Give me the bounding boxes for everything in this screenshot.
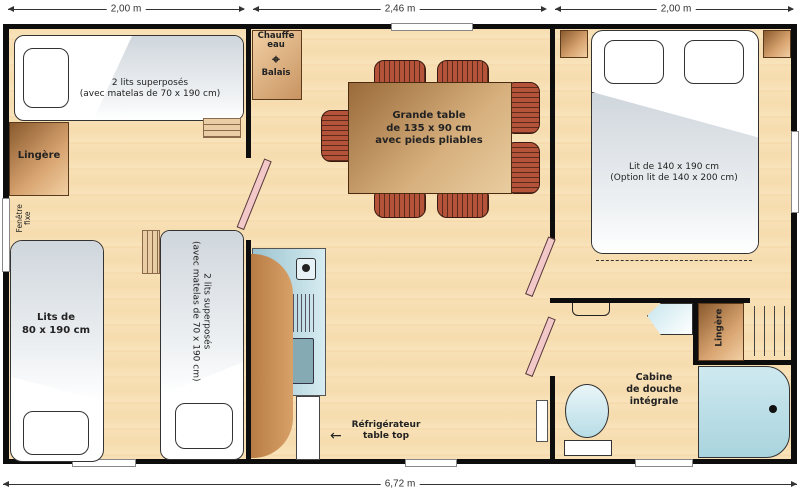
- label-line: Lit de 140 x 190 cm: [629, 162, 719, 172]
- wall-bedroom: [550, 24, 555, 242]
- wall-bathroom-left: [550, 376, 555, 462]
- nightstand-right: [763, 30, 791, 58]
- drainer: [293, 294, 315, 332]
- chair: [374, 60, 426, 86]
- label-line: Chauffe: [257, 31, 295, 41]
- chair: [374, 192, 426, 218]
- label-line: (avec matelas de 70 x 190 cm): [79, 89, 221, 100]
- shower-tray: [698, 366, 790, 458]
- pillow: [23, 411, 89, 455]
- wall-shower-top: [693, 360, 793, 365]
- bed-extension-outline: [596, 252, 752, 261]
- shower-label: Cabine de douche intégrale: [616, 372, 692, 408]
- label-line: Balais: [261, 67, 291, 78]
- fixed-window-label: Fenêtre fixe: [15, 198, 33, 238]
- wall-bunk-divider: [246, 24, 251, 158]
- ladder-top: [203, 118, 241, 138]
- bunk-bed-top: [14, 35, 244, 121]
- window-left-fixed: [2, 198, 10, 272]
- radiator: [536, 400, 548, 442]
- lingere-left-label: Lingère: [17, 150, 61, 161]
- chair: [437, 192, 489, 218]
- label-line: de douche: [626, 383, 682, 395]
- bed-sheet: [161, 231, 243, 395]
- pillow: [604, 40, 664, 84]
- label-line: (Option lit de 140 x 200 cm): [610, 173, 738, 184]
- dimension-label: 2,00 m: [106, 3, 146, 15]
- window-top: [391, 23, 473, 31]
- fridge: [296, 396, 320, 460]
- pillow: [23, 48, 69, 108]
- ladder-bottom: [142, 230, 160, 274]
- bunk-bed-bottom: [160, 230, 244, 460]
- double-bed-label: Lit de 140 x 190 cm (Option lit de 140 x…: [591, 162, 757, 185]
- lingere-right-cabinet: [698, 303, 744, 361]
- pillow: [175, 403, 233, 449]
- chair: [510, 142, 540, 194]
- label-line: table top: [362, 431, 410, 442]
- fridge-label: Réfrigérateur table top: [346, 420, 426, 443]
- window-right: [791, 131, 799, 213]
- wall-right: [791, 24, 797, 464]
- single-bed: [10, 240, 104, 462]
- window-bottom-3: [635, 459, 693, 467]
- label-line: avec pieds pliables: [375, 135, 483, 146]
- towel-rail: [572, 303, 610, 316]
- dimension-label: 6,72 m: [380, 478, 420, 490]
- chair: [321, 110, 351, 162]
- label-line: (avec matelas de 70 x 190 cm): [190, 241, 200, 382]
- label-line: Cabine: [635, 372, 673, 383]
- lingere-right-label: Lingère: [714, 308, 725, 347]
- label-line: 80 x 190 cm: [21, 324, 91, 336]
- double-bed: [591, 30, 759, 254]
- window-bottom-1: [72, 459, 136, 467]
- nightstand-left: [560, 30, 588, 58]
- lingere-left-cabinet: [9, 122, 69, 196]
- dimension-label: 2,00 m: [656, 3, 696, 15]
- bed-sheet: [11, 241, 103, 401]
- label-line: Grande table: [392, 110, 466, 121]
- wall-bathroom-top: [550, 298, 750, 303]
- kitchen-cabinet: [251, 254, 293, 458]
- dining-table: [348, 82, 512, 194]
- bunk-bottom-label: 2 lits superposés (avec matelas de 70 x …: [189, 221, 212, 401]
- water-heater-cabinet: [252, 30, 302, 100]
- stove-burner-icon: [296, 258, 316, 280]
- label-line: intégrale: [629, 395, 679, 407]
- dimension-label: 2,46 m: [380, 3, 420, 15]
- pillow: [684, 40, 744, 84]
- crosshair-icon: ⌖: [272, 51, 280, 68]
- water-heater-label: Chauffe eau ⌖ Balais: [252, 31, 300, 78]
- label-line: Réfrigérateur: [351, 420, 421, 430]
- label-line: Lits de: [37, 312, 75, 323]
- single-bed-label: Lits de 80 x 190 cm: [10, 312, 102, 337]
- label-line: 2 lits superposés: [201, 273, 212, 350]
- toilet: [564, 384, 612, 456]
- label-line: fixe: [23, 211, 32, 226]
- sink: [290, 338, 314, 384]
- dining-table-label: Grande table de 135 x 90 cm avec pieds p…: [348, 110, 510, 148]
- wall-kitchen: [246, 240, 251, 462]
- wall-bottom: [3, 459, 797, 464]
- hangers: [748, 306, 788, 356]
- bunk-top-label: 2 lits superposés (avec matelas de 70 x …: [60, 78, 240, 101]
- chair: [510, 82, 540, 134]
- arrow-left-icon: ←: [330, 428, 342, 444]
- window-bottom-2: [405, 459, 457, 467]
- label-line: de 135 x 90 cm: [386, 122, 472, 134]
- wall-lingere-right: [693, 298, 698, 364]
- label-line: 2 lits superposés: [111, 78, 189, 88]
- label-line: eau: [267, 40, 285, 51]
